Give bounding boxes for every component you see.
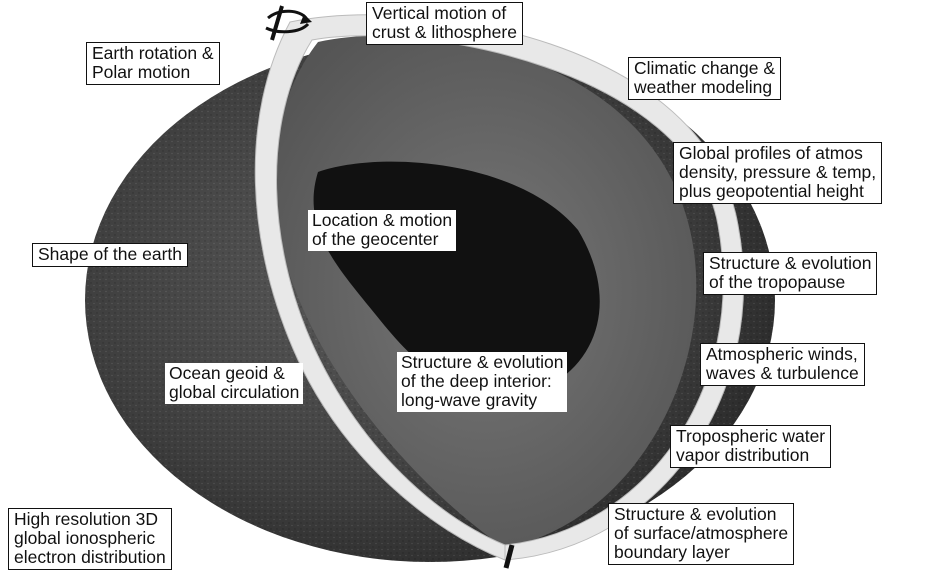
label-vertical-motion: Vertical motion of crust & lithosphere — [366, 2, 523, 45]
label-global-profiles: Global profiles of atmos density, pressu… — [673, 142, 882, 204]
label-atmospheric-winds: Atmospheric winds, waves & turbulence — [700, 343, 865, 386]
label-climatic-change: Climatic change & weather modeling — [628, 57, 781, 100]
label-tropopause: Structure & evolution of the tropopause — [703, 252, 877, 295]
label-deep-interior: Structure & evolution of the deep interi… — [397, 352, 567, 412]
label-ionosphere: High resolution 3D global ionospheric el… — [8, 508, 172, 570]
label-location-geocenter: Location & motion of the geocenter — [308, 210, 456, 251]
label-boundary-layer: Structure & evolution of surface/atmosph… — [608, 503, 794, 565]
label-ocean-geoid: Ocean geoid & global circulation — [165, 363, 303, 404]
label-water-vapor: Tropospheric water vapor distribution — [670, 425, 831, 468]
label-shape-earth: Shape of the earth — [32, 243, 188, 267]
label-earth-rotation: Earth rotation & Polar motion — [86, 42, 220, 85]
